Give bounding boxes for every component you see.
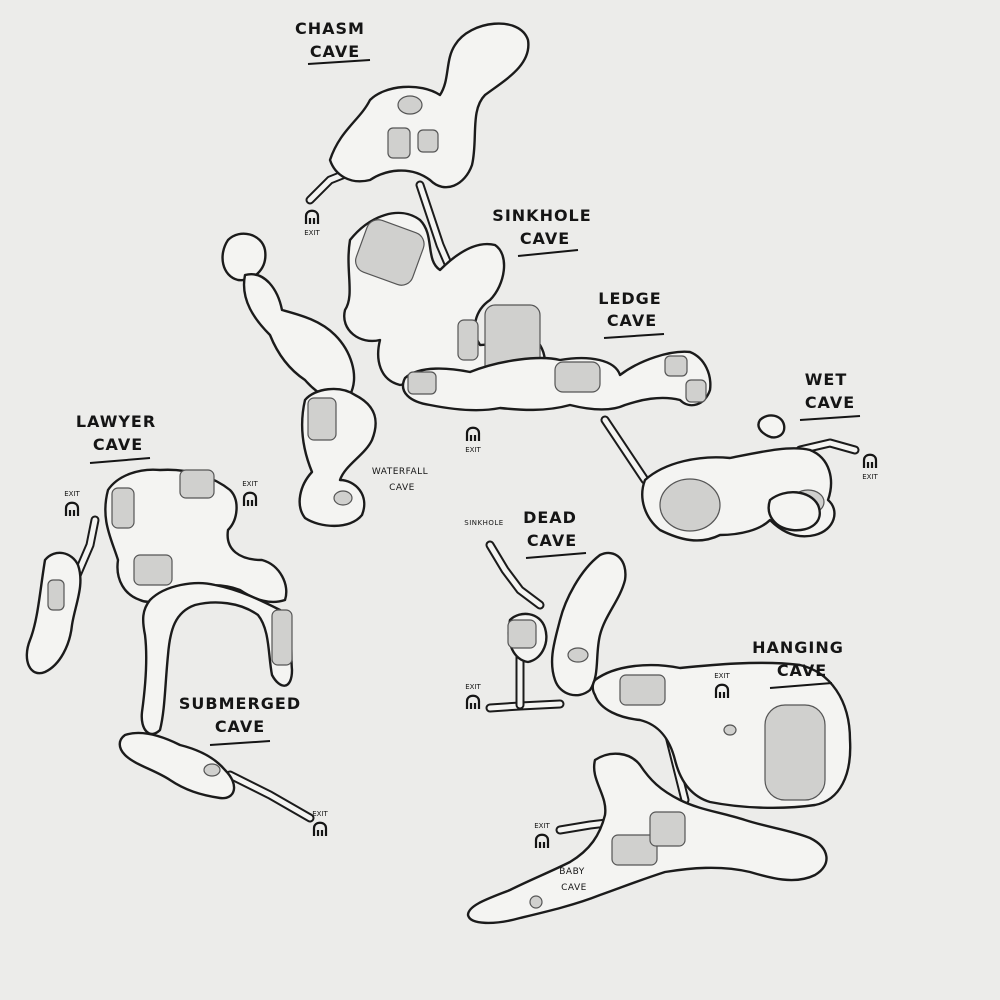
svg-text:EXIT: EXIT [534,822,550,830]
svg-text:CHASM: CHASM [295,19,365,38]
hanging-cave-label: HANGING CAVE [752,638,844,689]
chasm-cave-label: CHASM CAVE [295,19,371,65]
dead-cave-label: DEAD CAVE SINKHOLE [464,508,587,559]
exit-marker-lawyer-west: EXIT [64,490,81,516]
svg-text:SINKHOLE: SINKHOLE [492,206,591,225]
waterfall-cave-label: WATERFALL CAVE [372,467,428,493]
exit-marker-lawyer-east: EXIT [242,480,259,506]
exit-marker-ledge: EXIT [465,426,482,454]
svg-text:CAVE: CAVE [805,393,855,412]
svg-text:HANGING: HANGING [752,638,844,657]
exit-marker-baby: EXIT [534,822,551,848]
svg-text:CAVE: CAVE [527,531,577,550]
lawyer-west-chamber [25,551,82,675]
svg-text:EXIT: EXIT [64,490,80,498]
submerged-cave-lower [118,731,236,800]
svg-text:CAVE: CAVE [310,42,360,61]
svg-text:EXIT: EXIT [304,229,320,237]
svg-text:EXIT: EXIT [242,480,258,488]
svg-text:WATERFALL: WATERFALL [372,467,428,477]
svg-text:CAVE: CAVE [520,229,570,248]
svg-text:CAVE: CAVE [215,717,265,736]
exit-marker-wet: EXIT [862,453,879,481]
svg-text:BABY: BABY [559,867,585,877]
svg-text:CAVE: CAVE [607,311,657,330]
exit-markers: EXIT EXIT EXIT EXIT EXIT EXIT [64,209,879,848]
svg-text:EXIT: EXIT [862,473,878,481]
submerged-cave-upper [140,581,294,736]
wet-cave-label: WET CAVE [799,370,861,421]
ledge-cave-label: LEDGE CAVE [598,289,665,339]
svg-text:EXIT: EXIT [465,683,481,691]
svg-text:WET: WET [805,370,848,389]
svg-text:EXIT: EXIT [312,810,328,818]
svg-text:DEAD: DEAD [523,508,577,527]
sinkhole-cave-label: SINKHOLE CAVE [492,206,591,257]
northwest-passage [242,273,356,401]
svg-text:CAVE: CAVE [389,483,415,493]
cave-chambers [25,22,852,925]
exit-marker-chasm: EXIT [304,209,321,237]
svg-text:EXIT: EXIT [714,672,730,680]
svg-text:LAWYER: LAWYER [76,412,156,431]
svg-text:LEDGE: LEDGE [598,289,661,308]
lawyer-cave-label: LAWYER CAVE [76,412,156,464]
sinkhole-note: SINKHOLE [464,519,503,527]
svg-text:EXIT: EXIT [465,446,481,454]
svg-text:SUBMERGED: SUBMERGED [179,694,301,713]
exit-marker-dead: EXIT [465,683,482,709]
submerged-cave-label: SUBMERGED CAVE [179,694,301,746]
cave-labels: CHASM CAVE SINKHOLE CAVE LEDGE CAVE WET … [76,19,861,893]
exit-marker-hanging: EXIT [714,672,731,698]
northwest-chamber [221,232,267,282]
svg-text:CAVE: CAVE [561,883,587,893]
svg-text:CAVE: CAVE [93,435,143,454]
chasm-cave-chamber [328,22,530,189]
baby-cave-label: BABY CAVE [559,867,587,893]
svg-text:CAVE: CAVE [777,661,827,680]
exit-marker-submerged: EXIT [312,810,329,836]
